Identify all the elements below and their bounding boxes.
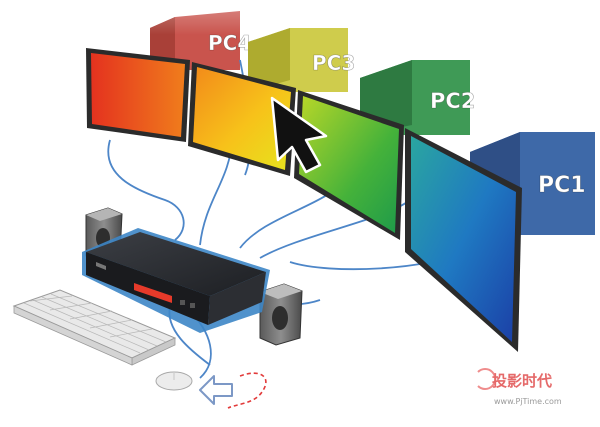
- cable-mon1: [107, 139, 185, 241]
- mouse-motion-path: [227, 372, 267, 409]
- kvm-switch: [82, 228, 270, 333]
- monitor-3: [294, 90, 404, 240]
- pc3-label: PC3: [312, 51, 355, 75]
- mouse: [155, 371, 193, 391]
- watermark-title: 投影时代: [492, 372, 552, 390]
- cursor-arrow-icon: [270, 96, 328, 174]
- monitor-4: [405, 128, 522, 352]
- pc1-label: PC1: [538, 173, 586, 198]
- keyboard: [12, 289, 177, 366]
- pc3-box: PC3: [248, 28, 356, 92]
- watermark: 投影时代 www.PjTime.com: [477, 368, 562, 406]
- monitor-4-screen: [411, 136, 516, 342]
- pc2-label: PC2: [430, 89, 475, 113]
- pc4-box: PC4: [150, 10, 252, 70]
- keyboard-keys: [23, 293, 167, 354]
- watermark-url: www.PjTime.com: [494, 397, 562, 406]
- kvm-display: [134, 283, 172, 303]
- monitor-3-screen: [299, 96, 399, 233]
- pc4-label: PC4: [208, 31, 251, 55]
- monitor-2-screen: [193, 67, 291, 170]
- monitor-1: [86, 48, 190, 142]
- pointer-arrow-icon: [199, 375, 233, 405]
- speaker-right: [259, 283, 303, 346]
- monitor-2: [188, 62, 296, 176]
- watermark-logo-icon: [477, 368, 497, 390]
- monitor-1-screen: [91, 53, 185, 137]
